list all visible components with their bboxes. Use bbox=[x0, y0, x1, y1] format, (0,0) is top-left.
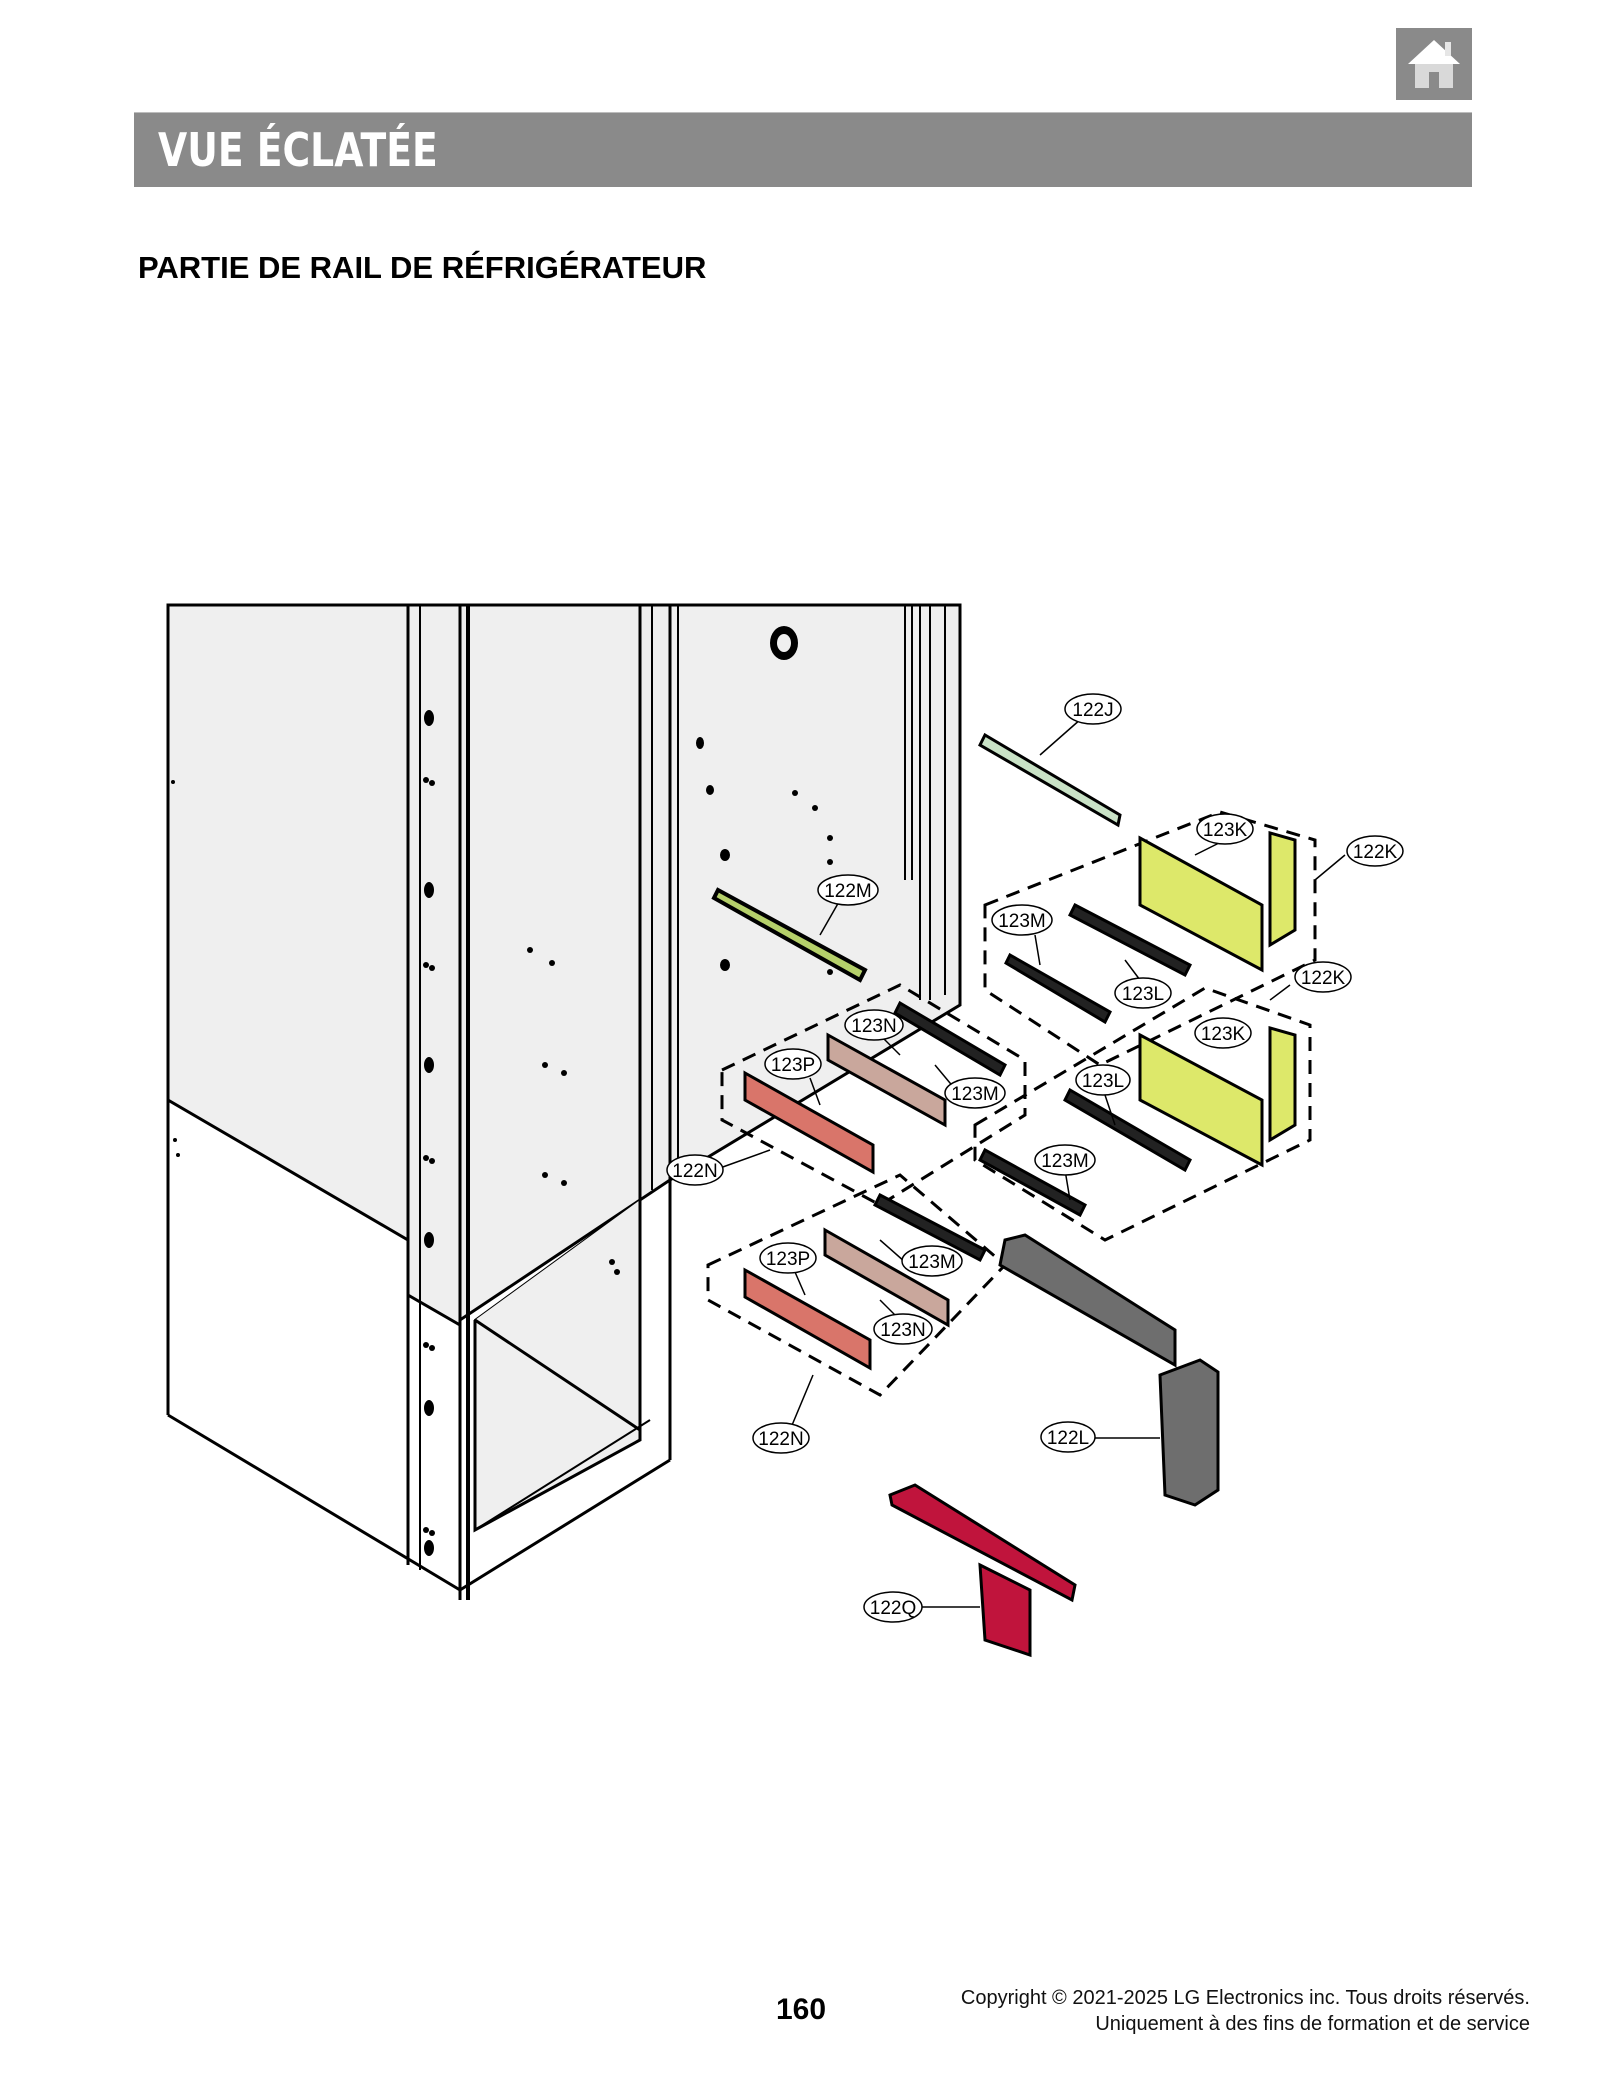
cabinet-holes bbox=[171, 626, 833, 1556]
page-number: 160 bbox=[776, 1993, 827, 2026]
callout-123P[interactable]: 123P bbox=[759, 1242, 817, 1274]
callout-122N[interactable]: 122N bbox=[666, 1154, 724, 1186]
callout-123N[interactable]: 123N bbox=[873, 1313, 933, 1345]
part-group-122N-lower bbox=[706, 1173, 1008, 1397]
callout-123M[interactable]: 123M bbox=[944, 1077, 1006, 1109]
callout-122Q[interactable]: 122Q bbox=[863, 1591, 923, 1623]
part-122Q bbox=[888, 1483, 1077, 1658]
callout-122K[interactable]: 122K bbox=[1294, 961, 1352, 993]
callout-123M[interactable]: 123M bbox=[991, 904, 1053, 936]
svg-text:123K: 123K bbox=[1203, 820, 1248, 841]
callout-123N[interactable]: 123N bbox=[844, 1009, 904, 1041]
svg-text:123M: 123M bbox=[998, 911, 1046, 932]
part-group-122N-upper bbox=[720, 983, 1027, 1207]
callout-123K[interactable]: 123K bbox=[1194, 1017, 1252, 1049]
callout-123L[interactable]: 123L bbox=[1114, 977, 1172, 1009]
callout-122M[interactable]: 122M bbox=[817, 874, 879, 906]
svg-text:122Q: 122Q bbox=[870, 1598, 916, 1619]
refrigerator-cabinet bbox=[166, 603, 962, 1600]
copyright-line-2: Uniquement à des fins de formation et de… bbox=[1095, 2013, 1530, 2035]
svg-text:123P: 123P bbox=[771, 1055, 815, 1076]
svg-text:122K: 122K bbox=[1353, 842, 1398, 863]
svg-text:122M: 122M bbox=[824, 881, 872, 902]
callout-123K[interactable]: 123K bbox=[1196, 813, 1254, 845]
svg-text:122K: 122K bbox=[1301, 968, 1346, 989]
callout-123L[interactable]: 123L bbox=[1075, 1064, 1131, 1096]
svg-text:123N: 123N bbox=[880, 1320, 925, 1341]
part-122L bbox=[998, 1233, 1220, 1507]
callout-122J[interactable]: 122J bbox=[1064, 693, 1122, 725]
home-button[interactable] bbox=[1396, 28, 1472, 100]
section-subtitle: PARTIE DE RAIL DE RÉFRIGÉRATEUR bbox=[138, 250, 707, 285]
copyright-notice: Copyright © 2021-2025 LG Electronics inc… bbox=[961, 1985, 1530, 2037]
callout-123M[interactable]: 123M bbox=[901, 1245, 963, 1277]
part-122J-rail bbox=[978, 732, 1122, 828]
svg-text:122J: 122J bbox=[1072, 700, 1113, 721]
svg-text:122N: 122N bbox=[672, 1161, 717, 1182]
home-icon bbox=[1408, 40, 1460, 88]
svg-text:123M: 123M bbox=[908, 1252, 956, 1273]
part-122M-rail bbox=[711, 887, 868, 983]
svg-text:123L: 123L bbox=[1122, 984, 1164, 1005]
svg-text:122L: 122L bbox=[1047, 1428, 1089, 1449]
svg-text:123P: 123P bbox=[766, 1249, 810, 1270]
part-group-122K-lower bbox=[973, 986, 1312, 1242]
callout-123M[interactable]: 123M bbox=[1034, 1144, 1096, 1176]
callout-123P[interactable]: 123P bbox=[764, 1048, 822, 1080]
page-title: VUE ÉCLATÉE bbox=[158, 123, 438, 177]
svg-text:123M: 123M bbox=[951, 1084, 999, 1105]
callouts: 122J 123K 122K 122M 123M 123L 122K 123N … bbox=[666, 693, 1404, 1623]
callout-122N[interactable]: 122N bbox=[752, 1422, 810, 1454]
svg-text:123M: 123M bbox=[1041, 1151, 1089, 1172]
svg-text:122N: 122N bbox=[758, 1429, 803, 1450]
svg-text:123L: 123L bbox=[1082, 1071, 1124, 1092]
copyright-line-1: Copyright © 2021-2025 LG Electronics inc… bbox=[960, 1987, 1530, 2009]
callout-122L[interactable]: 122L bbox=[1040, 1421, 1096, 1453]
part-group-122K-upper bbox=[983, 810, 1317, 1067]
svg-text:123N: 123N bbox=[851, 1016, 896, 1037]
svg-text:123K: 123K bbox=[1201, 1024, 1246, 1045]
section-header-bar: VUE ÉCLATÉE bbox=[134, 112, 1472, 187]
callout-122K[interactable]: 122K bbox=[1346, 835, 1404, 867]
